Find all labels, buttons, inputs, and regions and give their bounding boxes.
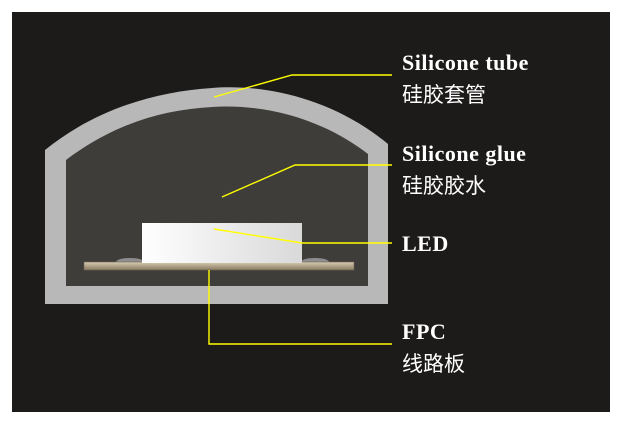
label-silicone-tube-zh: 硅胶套管: [402, 83, 486, 107]
label-silicone-glue-zh: 硅胶胶水: [402, 174, 486, 198]
leader-line-silicone-glue: [221, 164, 392, 198]
led-chip: [142, 223, 302, 263]
leader-line-led: [213, 228, 392, 244]
fpc-board: [83, 261, 355, 271]
label-silicone-glue-en: Silicone glue: [402, 141, 526, 166]
label-led-en: LED: [402, 231, 449, 256]
label-fpc-zh: 线路板: [402, 352, 465, 376]
label-silicone-tube-en: Silicone tube: [402, 50, 529, 75]
label-fpc-en: FPC: [402, 319, 446, 344]
leader-line-silicone-tube: [213, 74, 392, 98]
leader-line-fpc: [208, 270, 392, 345]
